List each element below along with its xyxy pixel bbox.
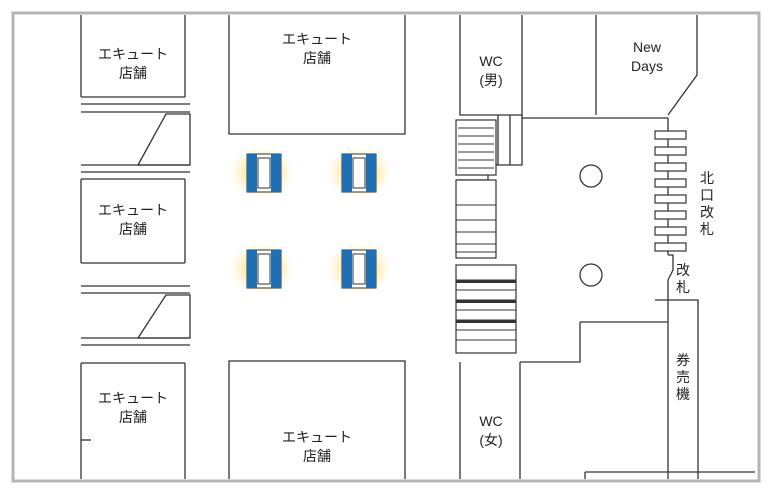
wc-men-label: WC (男): [479, 53, 503, 88]
shop-label-bottom: エキュート 店舗: [282, 429, 352, 464]
highlight-marker: [326, 146, 392, 200]
shop-label-left-2: エキュート 店舗: [98, 202, 168, 237]
gate-label: 改札: [676, 262, 690, 295]
shop-label-top: エキュート 店舗: [282, 31, 352, 66]
newdays-label: New Days: [631, 39, 663, 74]
highlight-marker: [326, 242, 392, 296]
ticket-machine-label: 券売機: [676, 352, 690, 402]
ticket-gate-icon: [654, 130, 687, 252]
wc-women-label: WC (女): [479, 413, 503, 448]
map-frame: [11, 11, 761, 483]
shop-label-left-3: エキュート 店舗: [98, 390, 168, 425]
pillar-icon: [579, 263, 603, 287]
highlight-marker: [229, 146, 295, 200]
north-gate-label: 北口改札: [700, 170, 714, 237]
pillar-icon: [579, 164, 603, 188]
highlight-marker: [229, 242, 295, 296]
shop-label-left-1: エキュート 店舗: [98, 46, 168, 81]
